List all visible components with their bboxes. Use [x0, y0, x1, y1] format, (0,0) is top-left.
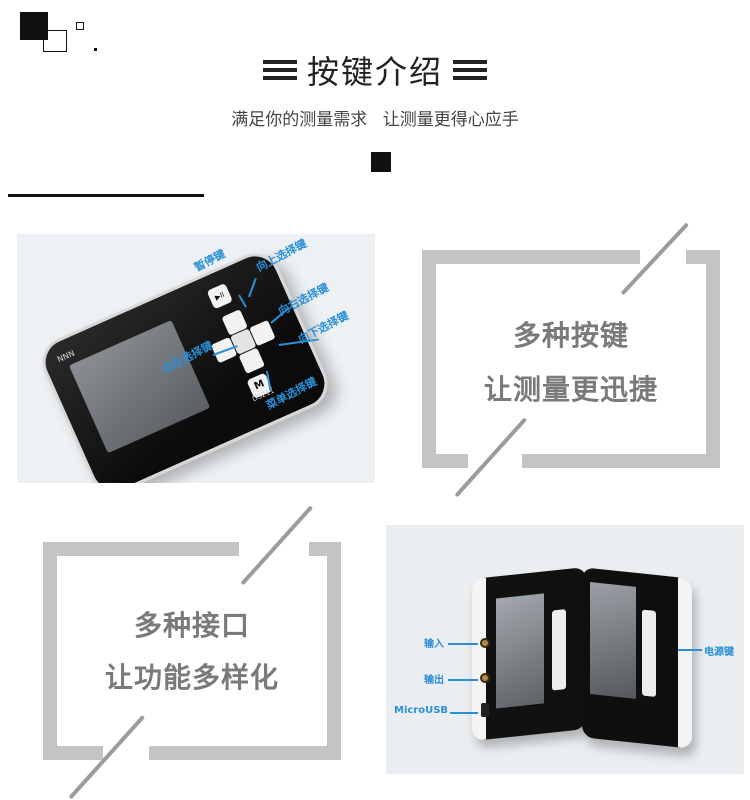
callout-line-input [448, 643, 478, 645]
frame-left [43, 542, 57, 760]
frame-bottom-left [422, 454, 468, 468]
direction-pad [202, 301, 284, 383]
title-lines-right [453, 60, 487, 80]
callout-power: 电源键 [704, 647, 734, 658]
keys-tagline: 让测量更迅捷 [483, 373, 658, 406]
device-front [472, 567, 586, 741]
output-port [480, 673, 490, 683]
device-front-screen [496, 593, 544, 709]
frame-top-left [422, 250, 640, 264]
ports-tagline: 让功能多样化 [104, 661, 279, 694]
frame-bottom-left [43, 746, 103, 760]
callout-line-output [448, 679, 478, 681]
callout-line-power [678, 649, 702, 651]
device-ports-photo: 输入 输出 MicroUSB 电源键 [386, 525, 744, 774]
callout-usb: MicroUSB [394, 705, 449, 716]
frame-bottom-right [522, 454, 720, 468]
device-buttons-photo: NNN ▶II M DS211 暂停键 向上选择键 向右选择键 向左选择键 向下… [17, 234, 375, 483]
page-title: 按键介绍 [306, 53, 443, 91]
device-rear [582, 567, 692, 749]
decorative-small-square [76, 22, 84, 30]
frame-right [706, 250, 720, 468]
page-subtitle: 满足你的测量需求 让测量更得心应手 [231, 110, 519, 130]
decorative-outline-square [43, 30, 67, 52]
callout-output: 输出 [424, 675, 444, 686]
frame-right [327, 542, 341, 760]
section-title: 按键介绍 [0, 48, 750, 92]
ports-text-frame: 多种接口 让功能多样化 [43, 542, 341, 760]
device-screen [68, 320, 211, 454]
keys-headline: 多种按键 [512, 319, 629, 352]
decorative-center-square [371, 152, 391, 172]
keys-text-frame: 多种按键 让测量更迅捷 [422, 250, 720, 468]
ports-headline: 多种接口 [133, 609, 250, 642]
callout-up: 向上选择键 [254, 236, 309, 275]
device-rear-screen [590, 582, 636, 699]
decorative-dot [94, 48, 97, 51]
frame-left [422, 250, 436, 468]
usb-port [481, 703, 489, 717]
frame-bottom-right [149, 746, 341, 760]
device-rear-buttons [642, 609, 656, 697]
pause-button: ▶II [206, 283, 233, 310]
title-lines-left [262, 60, 297, 80]
device-front-buttons [552, 609, 566, 691]
callout-input: 输入 [424, 639, 444, 650]
callout-line-usb [450, 712, 478, 714]
frame-top-left [43, 542, 239, 556]
decorative-underline [8, 194, 204, 197]
device-logo: NNN [55, 348, 76, 365]
input-port [480, 638, 490, 648]
